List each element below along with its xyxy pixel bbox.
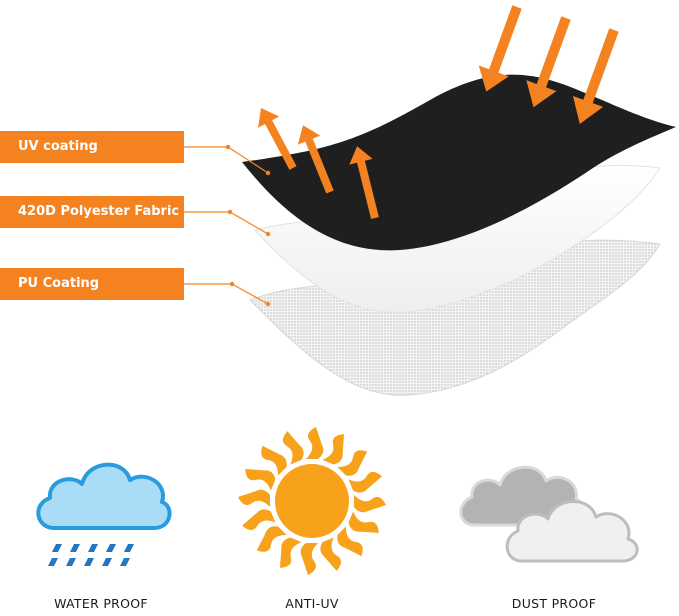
arrow-down-icon — [526, 16, 571, 108]
arrow-down-icon — [478, 5, 522, 92]
fabric-layers-illustration — [184, 5, 676, 396]
arrow-up-icon — [257, 107, 297, 170]
uv-coating-label: UV coating — [0, 131, 184, 163]
sun-ray — [348, 511, 379, 534]
sun-ray — [306, 427, 324, 459]
sun-ray — [354, 495, 386, 513]
incoming-uv-arrows — [478, 5, 619, 124]
sun-ray — [245, 468, 276, 491]
arrow-up-icon — [349, 146, 379, 219]
dust-proof-label: DUST PROOF — [511, 596, 597, 611]
pu-coating-label: PU Coating — [0, 268, 184, 300]
arrow-up-icon — [297, 125, 334, 194]
grey-clouds-icon — [459, 465, 639, 563]
sun-ray — [337, 526, 363, 557]
sun-ray — [322, 434, 345, 465]
sun-ray — [348, 471, 382, 493]
sun-ray — [300, 543, 318, 575]
sun-ray — [320, 537, 342, 571]
sun-ray — [279, 537, 302, 568]
reflected-uv-arrows — [257, 107, 379, 219]
sun-icon — [238, 427, 386, 575]
water-proof-label: WATER PROOF — [54, 596, 148, 611]
sun-ray — [261, 445, 287, 476]
polyester-fabric-label: 420D Polyester Fabric — [0, 196, 184, 228]
rain-cloud-icon — [36, 462, 172, 566]
arrow-down-icon — [572, 28, 619, 124]
sun-ray — [256, 526, 287, 552]
sun-ray — [282, 431, 304, 465]
sun-ray — [242, 509, 276, 531]
sun-ray — [337, 450, 368, 476]
leader-lines — [184, 146, 269, 305]
leader-dots — [225, 144, 271, 307]
sun-ray — [238, 489, 270, 507]
anti-uv-label: ANTI-UV — [285, 596, 339, 611]
uv-coating-layer — [242, 74, 676, 251]
